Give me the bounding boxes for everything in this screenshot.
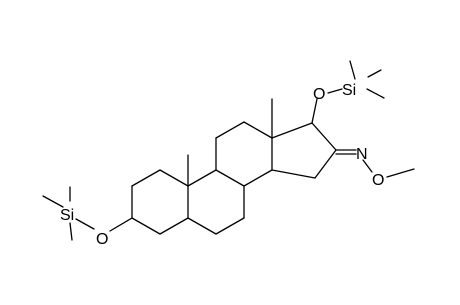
bond (215, 169, 245, 187)
bond (366, 88, 385, 99)
bond (159, 217, 189, 235)
bond (327, 88, 343, 94)
bond (386, 168, 415, 178)
bond (314, 149, 337, 179)
bond (271, 169, 316, 179)
bond (131, 169, 161, 187)
bond (159, 169, 189, 187)
bond (311, 122, 337, 151)
bond (131, 217, 161, 235)
bond (215, 121, 245, 139)
atom-label-o: O (313, 86, 325, 103)
bond (75, 218, 95, 230)
bond (367, 69, 382, 78)
bond (42, 195, 64, 208)
bond (187, 169, 217, 187)
bond (187, 217, 217, 235)
bond (109, 217, 133, 232)
bond (271, 122, 313, 139)
bond (243, 169, 273, 187)
atom-label-si: Si (342, 82, 356, 99)
atom-label-n: N (356, 146, 368, 163)
bond (311, 98, 318, 124)
bond (362, 159, 373, 173)
bond (243, 121, 273, 139)
atom-label-o: O (372, 172, 384, 189)
bond (69, 222, 73, 241)
bond (349, 60, 356, 80)
atom-label-si: Si (60, 207, 74, 224)
atom-label-o: O (96, 231, 108, 248)
bond (215, 217, 245, 235)
